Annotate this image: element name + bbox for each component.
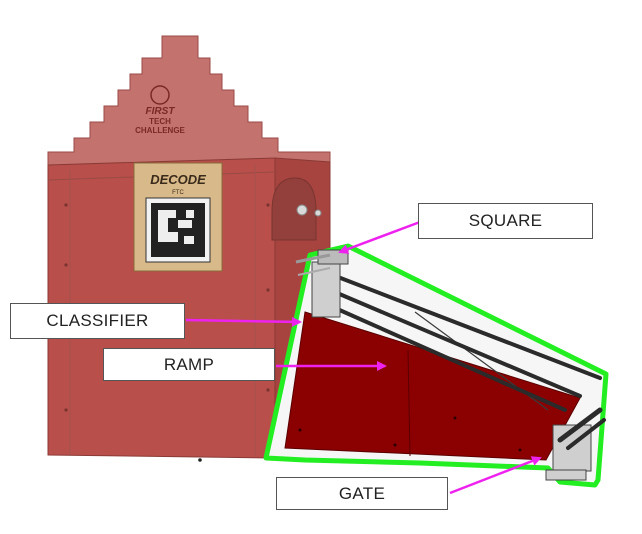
sign-subtitle: FTC — [172, 190, 184, 196]
gate-label: GATE — [276, 477, 448, 510]
logo-challenge-text: CHALLENGE — [135, 126, 185, 135]
square-label: SQUARE — [418, 203, 593, 239]
sign-title: DECODE — [150, 172, 206, 187]
logo-first-text: FIRST — [146, 106, 176, 117]
classifier-label: CLASSIFIER — [10, 303, 185, 339]
floor-dot — [198, 458, 202, 462]
decode-sign: DECODE FTC — [134, 163, 222, 271]
goal-stepped-roof — [48, 36, 330, 170]
logo-tech-text: TECH — [149, 117, 171, 126]
goal-window — [272, 178, 316, 240]
ramp-label: RAMP — [103, 348, 275, 381]
arrow-square — [340, 222, 420, 252]
